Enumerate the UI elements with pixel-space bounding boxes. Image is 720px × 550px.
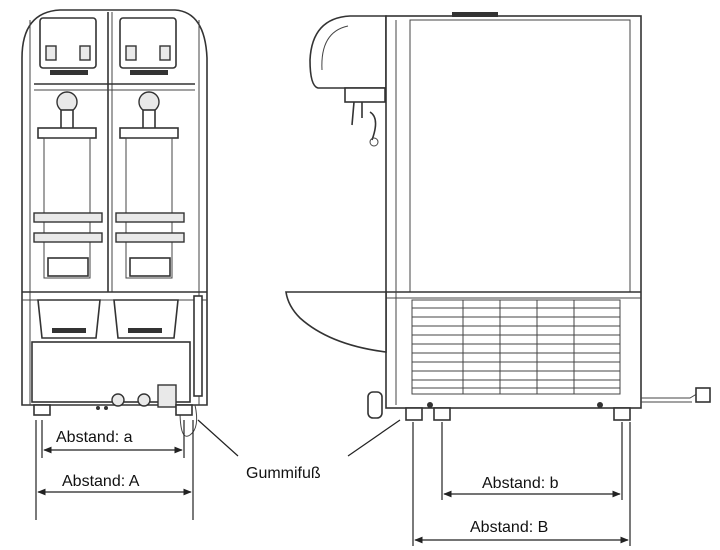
rubber-foot-side-rear-1 bbox=[433, 407, 451, 421]
rubber-foot-side-rear-2 bbox=[613, 407, 631, 421]
rubber-foot-side-front bbox=[405, 407, 423, 421]
dimension-A: Abstand: A bbox=[35, 420, 194, 520]
cup-frame-left bbox=[33, 127, 103, 279]
label-distance-A: Abstand: A bbox=[62, 473, 140, 490]
label-distance-B: Abstand: B bbox=[470, 519, 548, 536]
label-rubber-foot: Gummifuß bbox=[246, 465, 321, 482]
rubber-foot-front-left bbox=[33, 404, 51, 416]
spout-left bbox=[56, 91, 78, 131]
ventilation-grille bbox=[411, 299, 621, 395]
front-view bbox=[21, 9, 208, 437]
control-panel-right bbox=[119, 17, 177, 75]
control-panel-left bbox=[39, 17, 97, 75]
rubber-foot-front-right bbox=[175, 404, 193, 416]
label-distance-a: Abstand: a bbox=[56, 429, 133, 446]
label-distance-b: Abstand: b bbox=[482, 475, 559, 492]
dimension-b: Abstand: b bbox=[441, 422, 623, 500]
spout-right bbox=[138, 91, 160, 131]
cup-frame-right bbox=[115, 127, 185, 279]
side-view bbox=[285, 12, 711, 421]
dimension-B: Abstand: B bbox=[412, 422, 631, 546]
dimension-a: Abstand: a bbox=[41, 420, 185, 458]
rubber-foot-callout: Gummifuß bbox=[197, 419, 401, 482]
